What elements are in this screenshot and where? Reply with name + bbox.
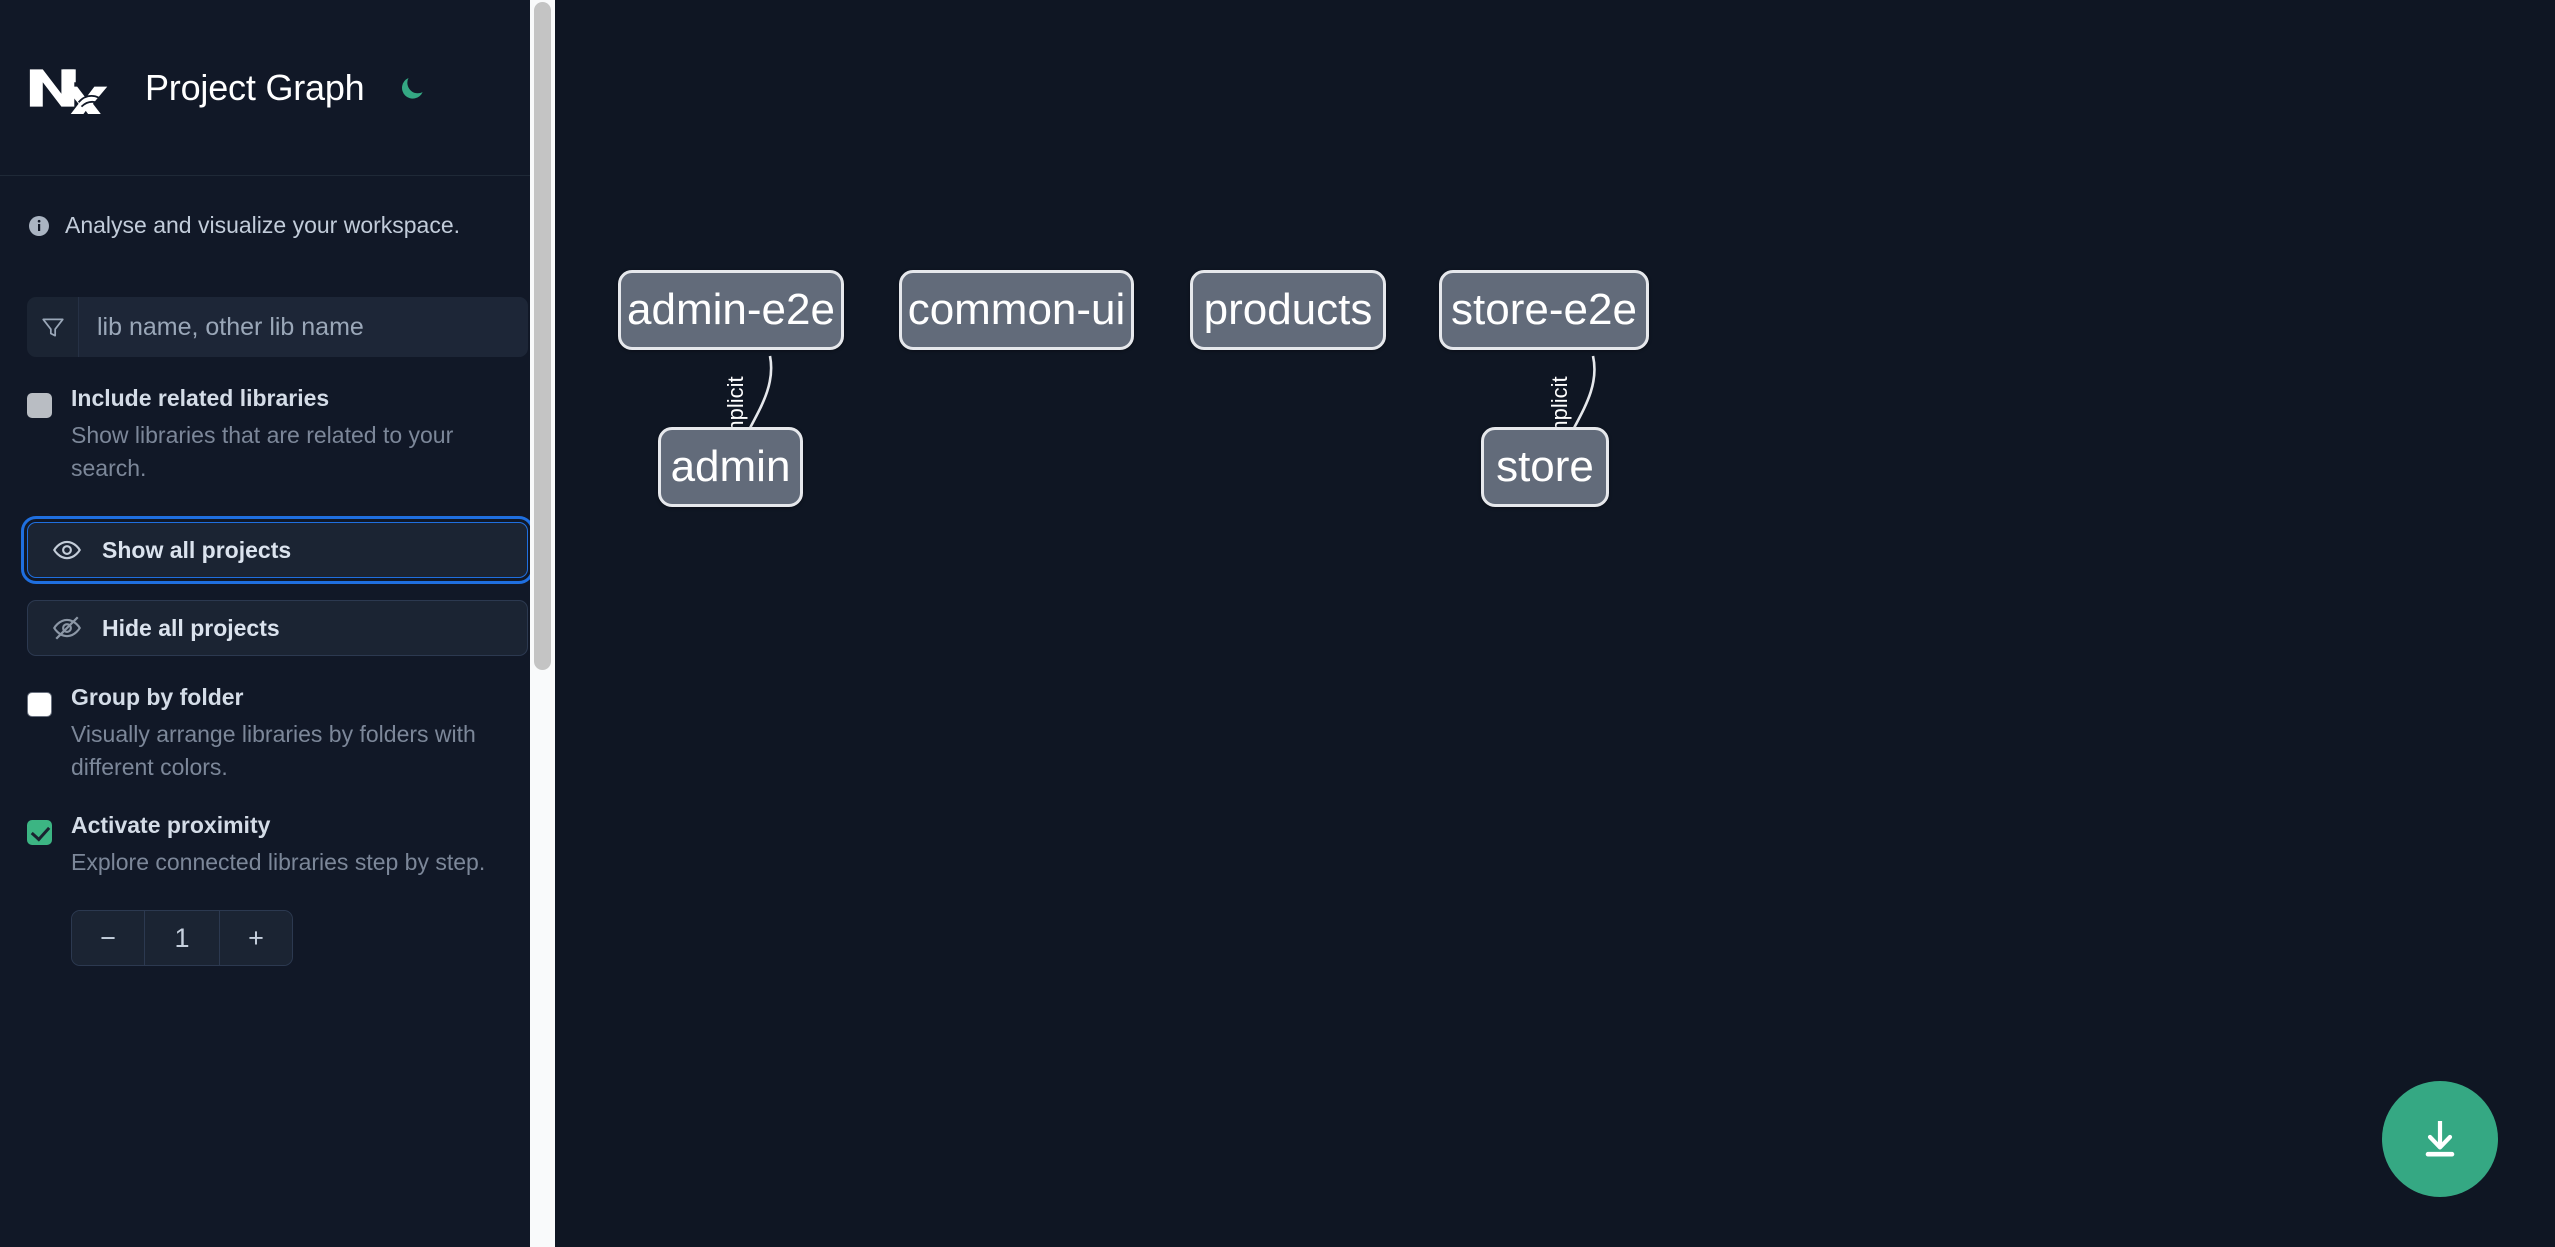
graph-node-label: products bbox=[1203, 285, 1373, 334]
option-text-include-related: Include related libraries Show libraries… bbox=[71, 387, 528, 484]
nx-logo-icon bbox=[27, 62, 113, 114]
checkbox-activate-proximity[interactable] bbox=[27, 819, 52, 845]
sidebar: Project Graph Analyse and v bbox=[0, 0, 555, 1247]
hide-all-projects-label: Hide all projects bbox=[102, 614, 280, 641]
checkbox-col-group-by-folder bbox=[27, 686, 71, 783]
graph-node-label: store bbox=[1496, 442, 1594, 491]
checkbox-col-activate-proximity bbox=[27, 814, 71, 879]
hide-all-projects-button[interactable]: Hide all projects bbox=[27, 600, 528, 657]
sidebar-scrollbar[interactable] bbox=[530, 0, 555, 1247]
graph-canvas[interactable]: implicit implicit admin-e2e common-ui pr… bbox=[555, 0, 2555, 1247]
proximity-stepper-wrap: − 1 + bbox=[27, 910, 528, 967]
option-group-by-folder[interactable]: Group by folder Visually arrange librari… bbox=[27, 686, 528, 783]
show-all-projects-label: Show all projects bbox=[102, 536, 292, 563]
proximity-value: 1 bbox=[144, 911, 220, 966]
sidebar-header: Project Graph bbox=[0, 0, 555, 176]
graph-node-admin[interactable]: admin bbox=[658, 427, 803, 507]
option-include-related-libraries[interactable]: Include related libraries Show libraries… bbox=[27, 387, 528, 484]
graph-node-admin-e2e[interactable]: admin-e2e bbox=[618, 270, 844, 350]
graph-node-common-ui[interactable]: common-ui bbox=[899, 270, 1134, 350]
option-desc-activate-proximity: Explore connected libraries step by step… bbox=[71, 848, 486, 875]
moon-icon bbox=[397, 73, 427, 103]
search-input[interactable] bbox=[79, 297, 528, 357]
option-text-activate-proximity: Activate proximity Explore connected lib… bbox=[71, 811, 528, 879]
eye-off-icon bbox=[52, 613, 82, 643]
workspace-tagline: Analyse and visualize your workspace. bbox=[27, 176, 528, 275]
option-label-group-by-folder: Group by folder bbox=[71, 684, 244, 711]
download-icon bbox=[2416, 1115, 2464, 1163]
graph-edges: implicit implicit bbox=[723, 355, 1596, 460]
graph-node-label: common-ui bbox=[907, 285, 1126, 334]
option-desc-include-related-libraries: Show libraries that are related to your … bbox=[71, 422, 454, 481]
show-all-projects-button[interactable]: Show all projects bbox=[21, 516, 534, 585]
download-graph-button[interactable] bbox=[2382, 1081, 2498, 1197]
sidebar-body: Analyse and visualize your workspace. In… bbox=[0, 176, 555, 967]
proximity-stepper[interactable]: − 1 + bbox=[71, 910, 293, 967]
page-title: Project Graph bbox=[145, 66, 365, 108]
proximity-decrement-button[interactable]: − bbox=[72, 911, 144, 966]
checkbox-col-include-related bbox=[27, 387, 71, 484]
info-icon bbox=[27, 214, 51, 238]
tagline-text: Analyse and visualize your workspace. bbox=[65, 212, 461, 238]
option-activate-proximity[interactable]: Activate proximity Explore connected lib… bbox=[27, 811, 528, 879]
graph-node-store[interactable]: store bbox=[1481, 427, 1609, 507]
graph-node-products[interactable]: products bbox=[1190, 270, 1386, 350]
option-desc-group-by-folder: Visually arrange libraries by folders wi… bbox=[71, 721, 476, 780]
eye-icon bbox=[52, 535, 82, 565]
option-text-group-by-folder: Group by folder Visually arrange librari… bbox=[71, 686, 528, 783]
graph-node-label: admin bbox=[670, 442, 791, 491]
graph-node-label: store-e2e bbox=[1451, 285, 1637, 334]
project-visibility-actions: Show all projects Hide all projects bbox=[21, 516, 534, 657]
option-label-include-related-libraries: Include related libraries bbox=[71, 385, 330, 411]
checkbox-group-by-folder[interactable] bbox=[27, 692, 52, 718]
checkbox-include-related-libraries[interactable] bbox=[27, 393, 52, 418]
proximity-increment-button[interactable]: + bbox=[220, 911, 292, 966]
filter-bar[interactable] bbox=[27, 297, 528, 357]
filter-icon bbox=[27, 297, 79, 357]
theme-toggle-button[interactable] bbox=[395, 71, 429, 105]
sidebar-scrollbar-thumb[interactable] bbox=[534, 2, 551, 670]
graph-node-label: admin-e2e bbox=[627, 285, 835, 334]
option-label-activate-proximity: Activate proximity bbox=[71, 811, 271, 838]
graph-node-store-e2e[interactable]: store-e2e bbox=[1439, 270, 1649, 350]
